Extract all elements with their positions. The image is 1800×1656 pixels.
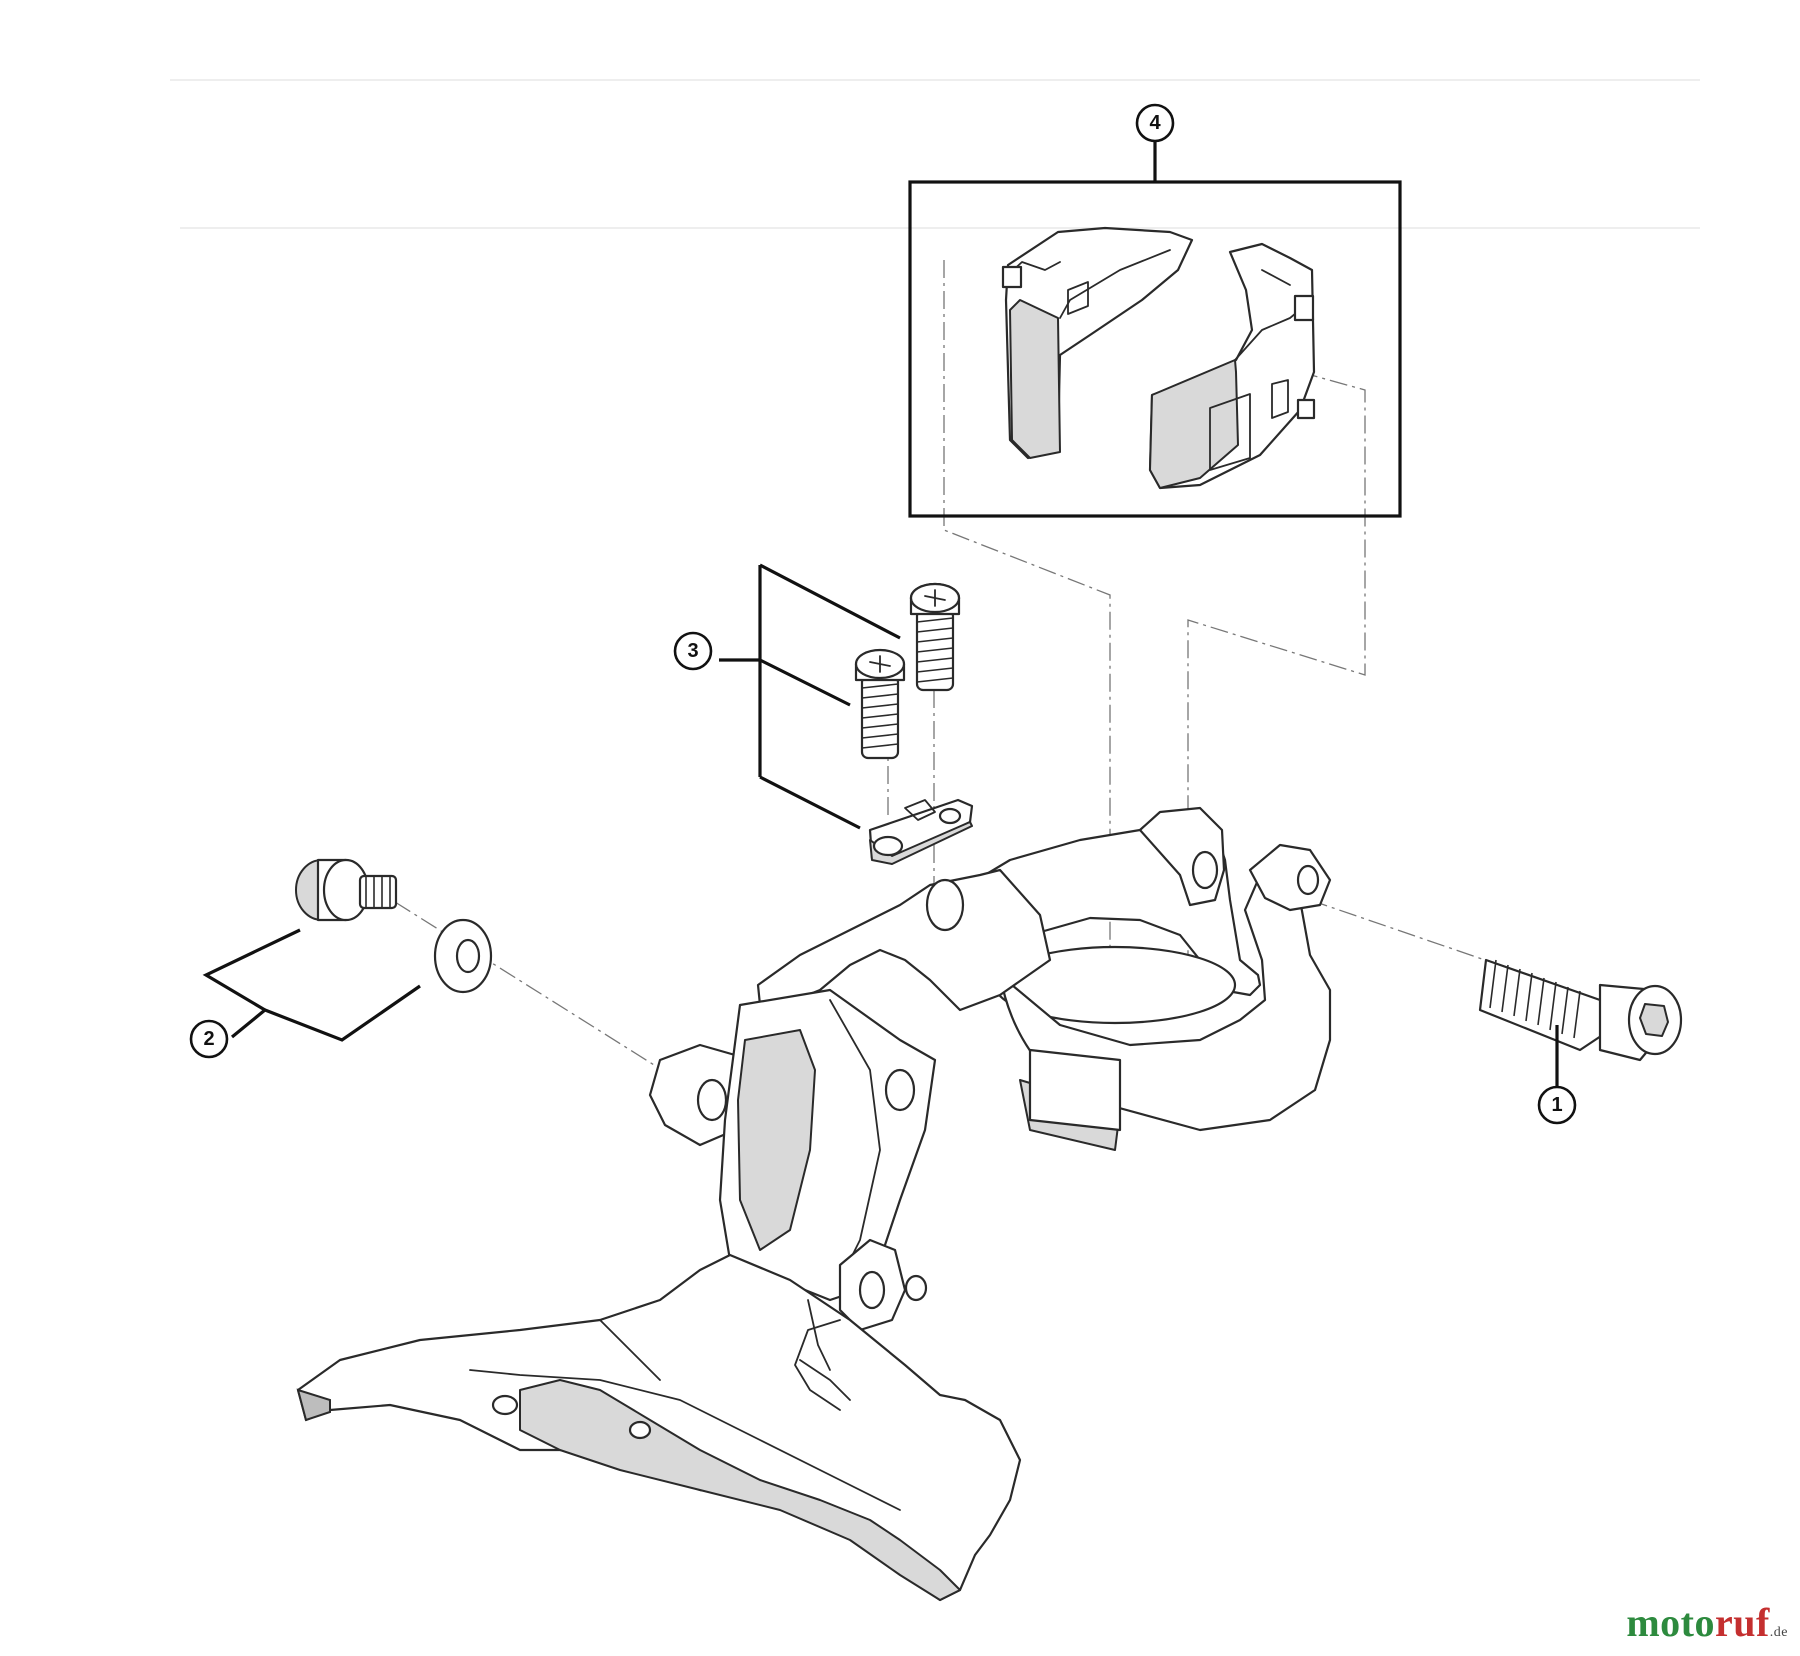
watermark-logo: motoruf.de — [1626, 1599, 1788, 1646]
callout-1: 1 — [1537, 1085, 1577, 1125]
screw-set — [854, 582, 974, 865]
watermark-part-2: ruf — [1714, 1600, 1770, 1645]
watermark-part-3: .de — [1769, 1625, 1788, 1640]
callout-3: 3 — [673, 631, 713, 671]
callout-3-label: 3 — [687, 640, 698, 662]
clamp-shim-set — [908, 180, 1402, 518]
scan-artifacts — [170, 79, 1700, 229]
leader-lines — [202, 140, 1559, 1087]
callout-4: 4 — [1135, 103, 1175, 143]
clamp-bolt — [1478, 958, 1683, 1062]
callout-2-label: 2 — [203, 1028, 214, 1050]
bolt-washer-set — [295, 858, 493, 994]
derailleur-body — [296, 806, 1332, 1602]
callout-2: 2 — [189, 1019, 229, 1059]
watermark-part-1: moto — [1626, 1600, 1715, 1645]
callout-1-label: 1 — [1551, 1094, 1562, 1116]
callout-4-label: 4 — [1149, 112, 1161, 134]
